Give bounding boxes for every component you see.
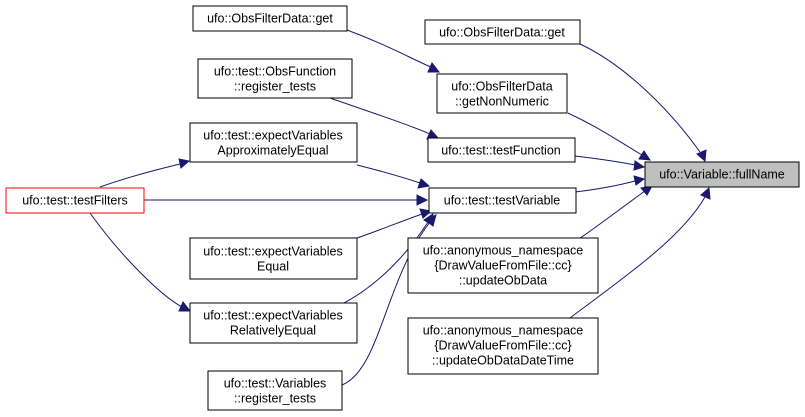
edge-testfunction-to-fullname (574, 155, 636, 166)
node-label-line1: ufo::ObsFilterData (451, 79, 552, 93)
node-label-line3: ::updateObData (459, 273, 547, 287)
node-label: ufo::ObsFilterData::get (207, 11, 333, 25)
node-label-line1: ufo::test::Variables (224, 376, 327, 390)
edge-testvariable-to-fullname (574, 180, 636, 193)
edge-obsget2-to-fullname (579, 43, 701, 153)
edge-arrowhead (700, 186, 711, 200)
node-drawvaluefromfile-updateobdata[interactable]: ufo::anonymous_namespace {DrawValueFromF… (407, 237, 599, 294)
edge-updateobdatadt-to-fullname (569, 196, 706, 319)
node-variable-fullname[interactable]: ufo::Variable::fullName (644, 161, 800, 188)
edge-updateobdata-to-fullname (569, 190, 646, 246)
node-drawvaluefromfile-updateobdatadatetime[interactable]: ufo::anonymous_namespace {DrawValueFromF… (407, 317, 599, 375)
node-obsfilterdata-getnonnumeric[interactable]: ufo::ObsFilterData ::getNonNumeric (436, 73, 568, 114)
edge-testfilters-to-expectapprox (99, 163, 181, 188)
edge-arrowhead (633, 175, 646, 186)
edge-arrowhead (178, 301, 192, 312)
node-label: ufo::test::testVariable (444, 193, 561, 207)
node-label: ufo::test::testFunction (441, 143, 561, 157)
edge-arrowhead (427, 62, 441, 73)
edge-arrowhead (416, 194, 429, 206)
edge-arrowhead (419, 208, 433, 219)
edge-expectequal-to-testvariable (356, 213, 423, 239)
edge-arrowhead (178, 158, 191, 169)
node-testfilters[interactable]: ufo::test::testFilters (5, 187, 145, 214)
edge-testfilters-to-expectrel (89, 212, 183, 308)
node-expectvariables-equal[interactable]: ufo::test::expectVariables Equal (189, 237, 358, 280)
edge-arrowhead (633, 160, 646, 171)
edge-expectrel-to-testvariable (339, 221, 429, 306)
node-obsfilterdata-get-1[interactable]: ufo::ObsFilterData::get (192, 5, 348, 32)
edge-obsget1-to-getnonnumeric (346, 29, 434, 69)
node-label-line2: ::register_tests (234, 391, 316, 405)
edge-getnonnumeric-to-fullname (567, 112, 643, 156)
node-label-line2: ::register_tests (234, 79, 316, 93)
node-variables-register-tests[interactable]: ufo::test::Variables ::register_tests (207, 370, 343, 411)
edge-arrowhead (638, 150, 651, 161)
node-label-line2: {DrawValueFromFile::cc} (434, 338, 571, 352)
node-label-line2: RelativelyEqual (230, 323, 316, 337)
node-label-line1: ufo::anonymous_namespace (423, 243, 584, 257)
node-label: ufo::Variable::fullName (659, 167, 785, 181)
node-expectvariables-approximatelyequal[interactable]: ufo::test::expectVariables Approximately… (189, 122, 358, 163)
node-label-line2: ::getNonNumeric (455, 94, 549, 108)
edge-expectapprox-to-testvariable (356, 164, 421, 184)
node-label-line1: ufo::anonymous_namespace (423, 323, 584, 337)
node-obsfilterdata-get-2[interactable]: ufo::ObsFilterData::get (424, 19, 581, 45)
node-label-line1: ufo::test::ObsFunction (214, 64, 336, 78)
edge-obsfunc-to-testfunction (329, 97, 431, 135)
edge-arrowhead (425, 214, 437, 227)
edge-arrowhead (696, 149, 707, 163)
node-label-line2: Equal (257, 259, 289, 273)
node-obsfunction-register-tests[interactable]: ufo::test::ObsFunction ::register_tests (197, 58, 353, 99)
node-label-line2: ApproximatelyEqual (217, 143, 328, 157)
node-testfunction[interactable]: ufo::test::testFunction (427, 137, 576, 163)
edge-arrowhead (417, 178, 431, 189)
node-label-line3: ::updateObDataDateTime (432, 353, 574, 367)
node-label: ufo::ObsFilterData::get (439, 25, 565, 39)
node-testvariable[interactable]: ufo::test::testVariable (428, 187, 577, 214)
node-expectvariables-relativelyequal[interactable]: ufo::test::expectVariables RelativelyEqu… (189, 302, 358, 344)
edges (89, 29, 711, 386)
node-label: ufo::test::testFilters (22, 193, 128, 207)
node-label-line1: ufo::test::expectVariables (203, 308, 342, 322)
node-label-line1: ufo::test::expectVariables (203, 128, 342, 142)
node-label-line1: ufo::test::expectVariables (203, 244, 342, 258)
node-label-line2: {DrawValueFromFile::cc} (434, 258, 571, 272)
